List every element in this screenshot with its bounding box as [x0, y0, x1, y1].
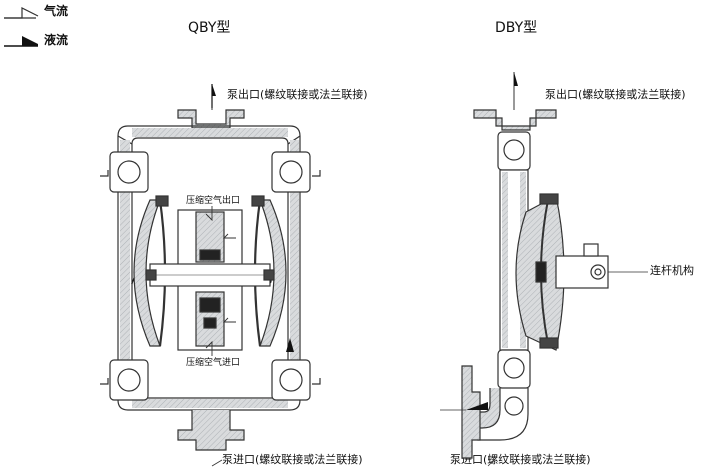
qby-air-outlet-label: 压缩空气出口: [186, 196, 241, 206]
dby-inlet-label: 泵进口(螺纹联接或法兰联接): [450, 453, 591, 466]
qby-outlet-label: 泵出口(螺纹联接或法兰联接): [227, 88, 368, 101]
legend-gas-flow-label: 气流: [44, 4, 69, 18]
legend-liquid-flow-label: 液流: [44, 33, 69, 47]
dby-title: DBY型: [495, 20, 538, 36]
dby-inlet-liquid-arrow-icon: [466, 402, 488, 410]
liquid-flow-arrow-icon: [4, 36, 38, 47]
qby-air-inlet-label: 压缩空气进口: [186, 358, 241, 368]
dby-linkage-label: 连杆机构: [650, 264, 694, 277]
qby-title: QBY型: [188, 20, 231, 36]
qby-pump: [100, 84, 321, 451]
qby-outlet-liquid-arrow-icon: [211, 84, 216, 108]
gas-flow-arrow-icon: [4, 7, 39, 19]
dby-outlet-liquid-arrow-icon: [514, 72, 518, 86]
dby-pump: [440, 72, 648, 459]
qby-inlet-label: 泵进口(螺纹联接或法兰联接): [222, 453, 363, 466]
dby-outlet-label: 泵出口(螺纹联接或法兰联接): [545, 88, 686, 101]
